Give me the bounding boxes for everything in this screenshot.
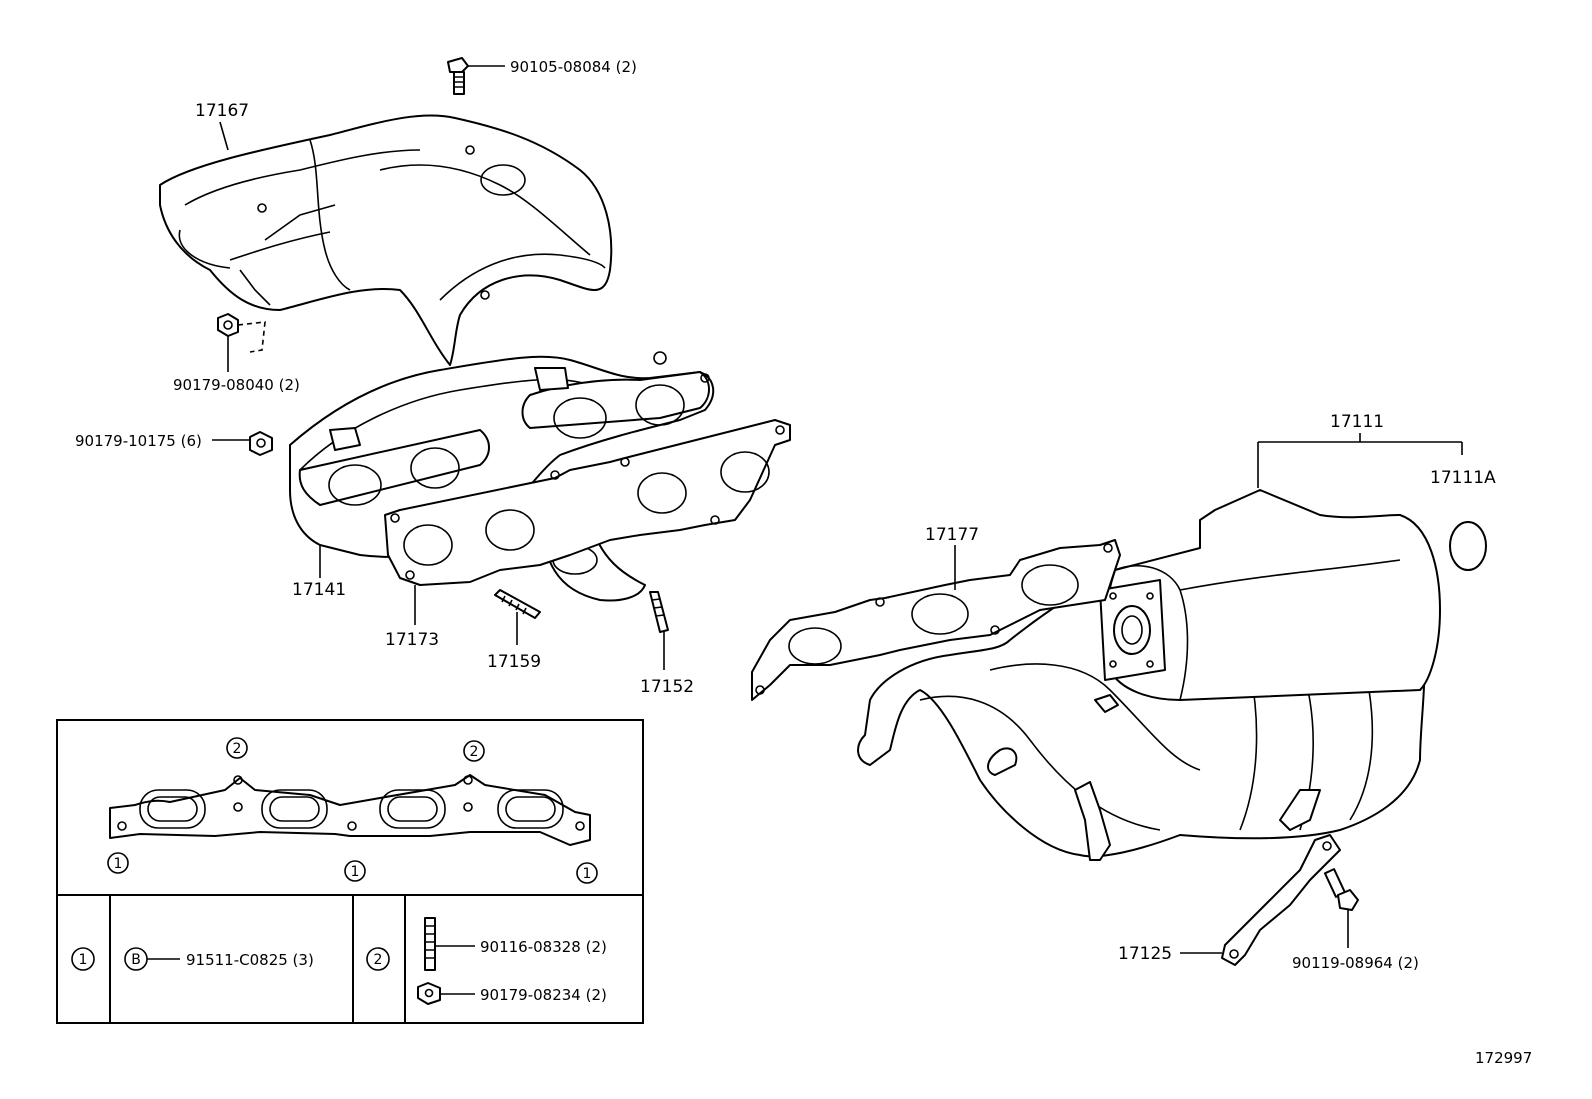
gasket-detail-box: [56, 719, 644, 1024]
legend-marker-1: 1: [71, 947, 95, 971]
label-90105-08084: 90105-08084 (2): [510, 58, 637, 76]
bolt-icon: [447, 57, 469, 95]
label-17167: 17167: [195, 101, 249, 121]
heat-insulator-17167[interactable]: [159, 114, 613, 366]
nut-icon: [249, 431, 273, 456]
label-17159: 17159: [487, 652, 541, 672]
label-90119-08964: 90119-08964 (2): [1292, 954, 1419, 972]
label-17125: 17125: [1118, 944, 1172, 964]
label-17111: 17111: [1330, 412, 1384, 432]
cap-17111A[interactable]: [1449, 521, 1487, 571]
diagram-id: 172997: [1475, 1049, 1532, 1067]
bolt-icon: [1323, 868, 1359, 911]
intake-gasket-17177[interactable]: [751, 539, 1121, 701]
label-90179-08234: 90179-08234 (2): [480, 986, 607, 1004]
label-90116-08328: 90116-08328 (2): [480, 938, 607, 956]
stud-17159[interactable]: [494, 589, 541, 619]
svg-text:2: 2: [470, 744, 479, 760]
label-90179-10175: 90179-10175 (6): [75, 432, 202, 450]
svg-text:1: 1: [583, 866, 592, 882]
manifold-stay-17125[interactable]: [1221, 834, 1341, 966]
marker-1-center: 1: [344, 860, 366, 882]
intake-manifold-17111[interactable]: [857, 489, 1441, 861]
svg-text:1: 1: [351, 864, 360, 880]
marker-2-left: 2: [226, 737, 248, 759]
marker-1-left: 1: [107, 852, 129, 874]
label-17111A: 17111A: [1430, 468, 1496, 488]
label-17173: 17173: [385, 630, 439, 650]
label-17177: 17177: [925, 525, 979, 545]
label-91511-C0825: 91511-C0825 (3): [186, 951, 314, 969]
nut-icon: [417, 982, 441, 1005]
leader-17167: [219, 121, 229, 151]
legend-marker-b: B: [124, 947, 148, 971]
label-90179-08040: 90179-08040 (2): [173, 376, 300, 394]
svg-text:2: 2: [233, 741, 242, 757]
svg-text:2: 2: [374, 952, 383, 968]
stud-icon: [424, 917, 436, 971]
svg-text:1: 1: [79, 952, 88, 968]
nut-icon: [217, 313, 239, 337]
svg-text:1: 1: [114, 856, 123, 872]
stud-17152[interactable]: [649, 591, 669, 633]
exhaust-gasket-17173[interactable]: [384, 419, 791, 586]
label-17141: 17141: [292, 580, 346, 600]
marker-1-right: 1: [576, 862, 598, 884]
marker-2-right: 2: [463, 740, 485, 762]
svg-text:B: B: [131, 952, 141, 968]
label-17152: 17152: [640, 677, 694, 697]
legend-marker-2: 2: [366, 947, 390, 971]
